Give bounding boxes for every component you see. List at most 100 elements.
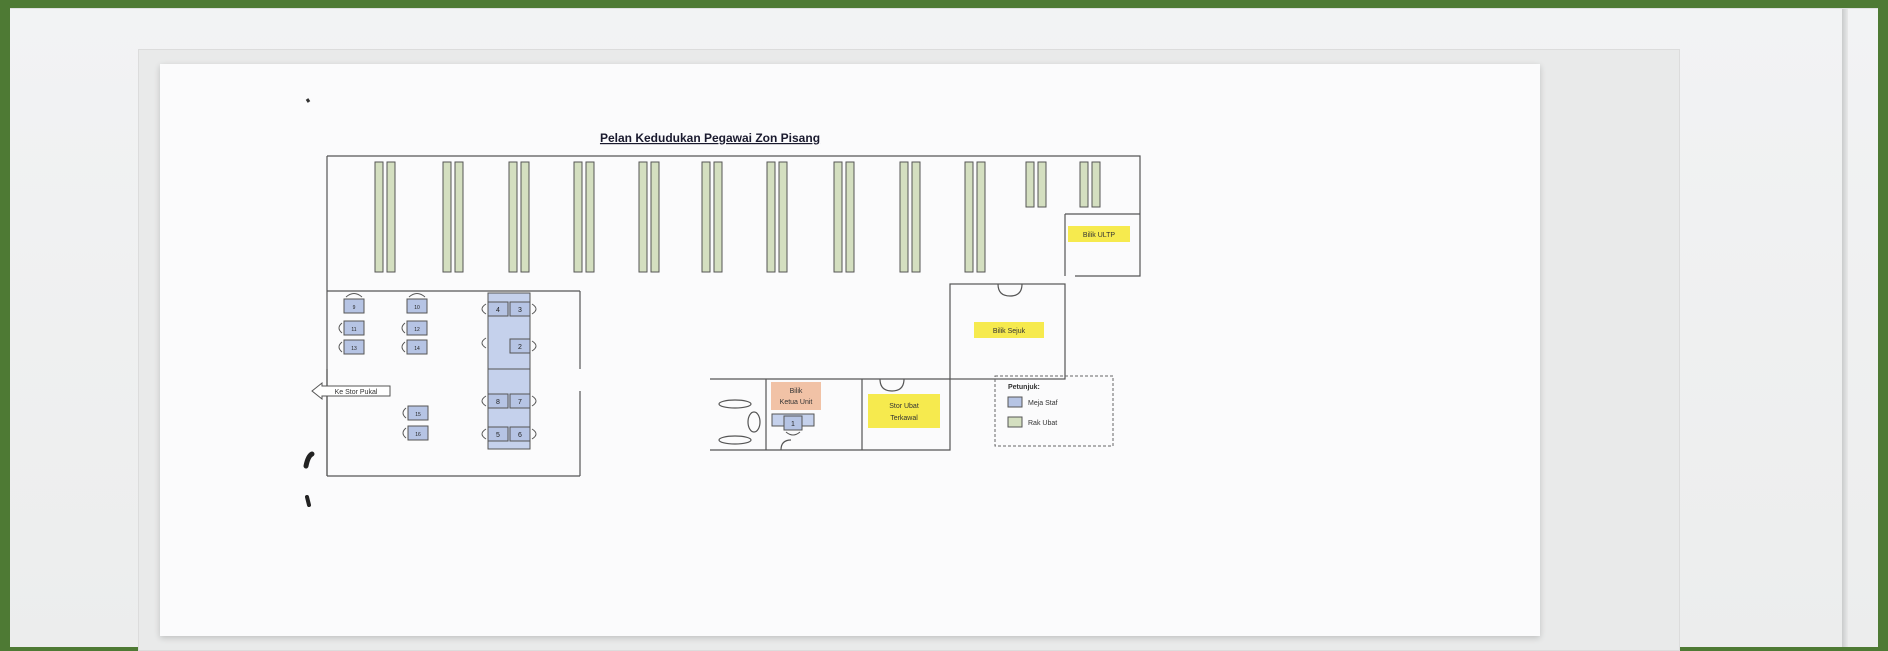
- arrow-ke-stor-pukal: [311, 381, 391, 401]
- desk-number: 8: [496, 399, 500, 406]
- desk-number: 6: [518, 432, 522, 439]
- desk-3: [509, 301, 531, 317]
- legend-swatch-meja: [1007, 396, 1023, 408]
- floor-plan-sheet: Pelan Kedudukan Pegawai Zon Pisang: [160, 64, 1540, 636]
- chair: [402, 427, 407, 439]
- desk-number: 14: [414, 346, 420, 352]
- bilik-sejuk-room: [949, 283, 1066, 380]
- chair: [338, 341, 343, 353]
- legend-swatch-rak: [1007, 416, 1023, 428]
- desk-6: [509, 426, 531, 442]
- desk-8: [487, 393, 509, 409]
- desk-9: [343, 298, 365, 314]
- desk-number: 15: [415, 412, 421, 418]
- entrance-fixture: [718, 399, 752, 409]
- door-swing: [997, 283, 1023, 297]
- legend-box: [994, 375, 1114, 447]
- rack: [520, 161, 530, 273]
- bilik-ultp-label: Bilik ULTP: [1083, 232, 1115, 239]
- rack: [845, 161, 855, 273]
- chair: [785, 431, 801, 436]
- rack: [386, 161, 396, 273]
- rack: [442, 161, 452, 273]
- pen-mark: [303, 451, 315, 469]
- stor-label-line1: Stor Ubat: [889, 403, 919, 410]
- rack: [374, 161, 384, 273]
- rack: [585, 161, 595, 273]
- entrance-fixture: [718, 435, 752, 445]
- rack: [454, 161, 464, 273]
- rack-row: [374, 161, 1101, 273]
- door-swing: [780, 439, 792, 451]
- desk-16: [407, 425, 429, 441]
- rack: [1079, 161, 1089, 208]
- rack: [713, 161, 723, 273]
- arrow-label: Ke Stor Pukal: [335, 389, 378, 396]
- frame-edge: [1842, 9, 1848, 647]
- rack: [976, 161, 986, 273]
- chair: [401, 341, 406, 353]
- bilik-ketua-label-line1: Bilik: [790, 388, 803, 395]
- desk-number: 9: [353, 305, 356, 311]
- rack: [1037, 161, 1047, 208]
- chair: [481, 395, 487, 407]
- rack: [964, 161, 974, 273]
- chair: [408, 293, 426, 298]
- desk-1: [783, 415, 803, 431]
- outer-wall: [327, 155, 1141, 277]
- stor-label-line2: Terkawal: [890, 415, 918, 422]
- desk-4: [487, 301, 509, 317]
- legend-label-rak: Rak Ubat: [1028, 420, 1057, 427]
- desk-5: [487, 426, 509, 442]
- desk-7: [509, 393, 531, 409]
- legend: Petunjuk: Meja Staf Rak Ubat: [994, 375, 1114, 447]
- chair: [531, 395, 537, 407]
- chair: [531, 340, 537, 352]
- desk-number: 3: [518, 307, 522, 314]
- bilik-ultp-label-box: [1068, 226, 1130, 242]
- rack: [638, 161, 648, 273]
- desk-number: 13: [351, 346, 357, 352]
- rack: [911, 161, 921, 273]
- rack: [508, 161, 518, 273]
- entrance-fixture: [747, 411, 761, 433]
- chair: [531, 303, 537, 315]
- bottom-room-walls: [710, 378, 951, 451]
- desk-number: 10: [414, 305, 420, 311]
- desk-number: 5: [496, 432, 500, 439]
- desk-numbers: 4 3 2 8 7 5 6 9 10 11 12 13 14 15 16 1: [351, 305, 795, 439]
- rack: [650, 161, 660, 273]
- door-swing: [879, 378, 905, 392]
- desk-number: 7: [518, 399, 522, 406]
- chair: [481, 303, 487, 315]
- floor-plan: [326, 155, 1141, 477]
- chair: [338, 322, 343, 334]
- legend-label-meja: Meja Staf: [1028, 400, 1058, 407]
- desk-2: [509, 338, 531, 354]
- stor-label-box: [868, 394, 940, 428]
- pen-mark: [305, 495, 311, 507]
- pen-mark: [305, 98, 311, 103]
- rack: [766, 161, 776, 273]
- rack: [778, 161, 788, 273]
- rack: [701, 161, 711, 273]
- chair: [402, 407, 407, 419]
- desk-number: 1: [791, 421, 795, 428]
- desk-14: [406, 339, 428, 355]
- chair: [481, 428, 487, 440]
- rack: [833, 161, 843, 273]
- desk-11: [343, 320, 365, 336]
- desk-15: [407, 405, 429, 421]
- desk-12: [406, 320, 428, 336]
- bilik-sejuk-label: Bilik Sejuk: [993, 328, 1026, 335]
- plan-title: Pelan Kedudukan Pegawai Zon Pisang: [600, 131, 820, 145]
- desk-number: 4: [496, 307, 500, 314]
- chair: [481, 337, 487, 349]
- chair: [531, 428, 537, 440]
- legend-title: Petunjuk:: [1008, 384, 1040, 391]
- wall-surface: Pelan Kedudukan Pegawai Zon Pisang: [10, 8, 1878, 651]
- chair: [401, 322, 406, 334]
- rack: [1025, 161, 1035, 208]
- bilik-sejuk-label-box: [974, 322, 1044, 338]
- rack: [573, 161, 583, 273]
